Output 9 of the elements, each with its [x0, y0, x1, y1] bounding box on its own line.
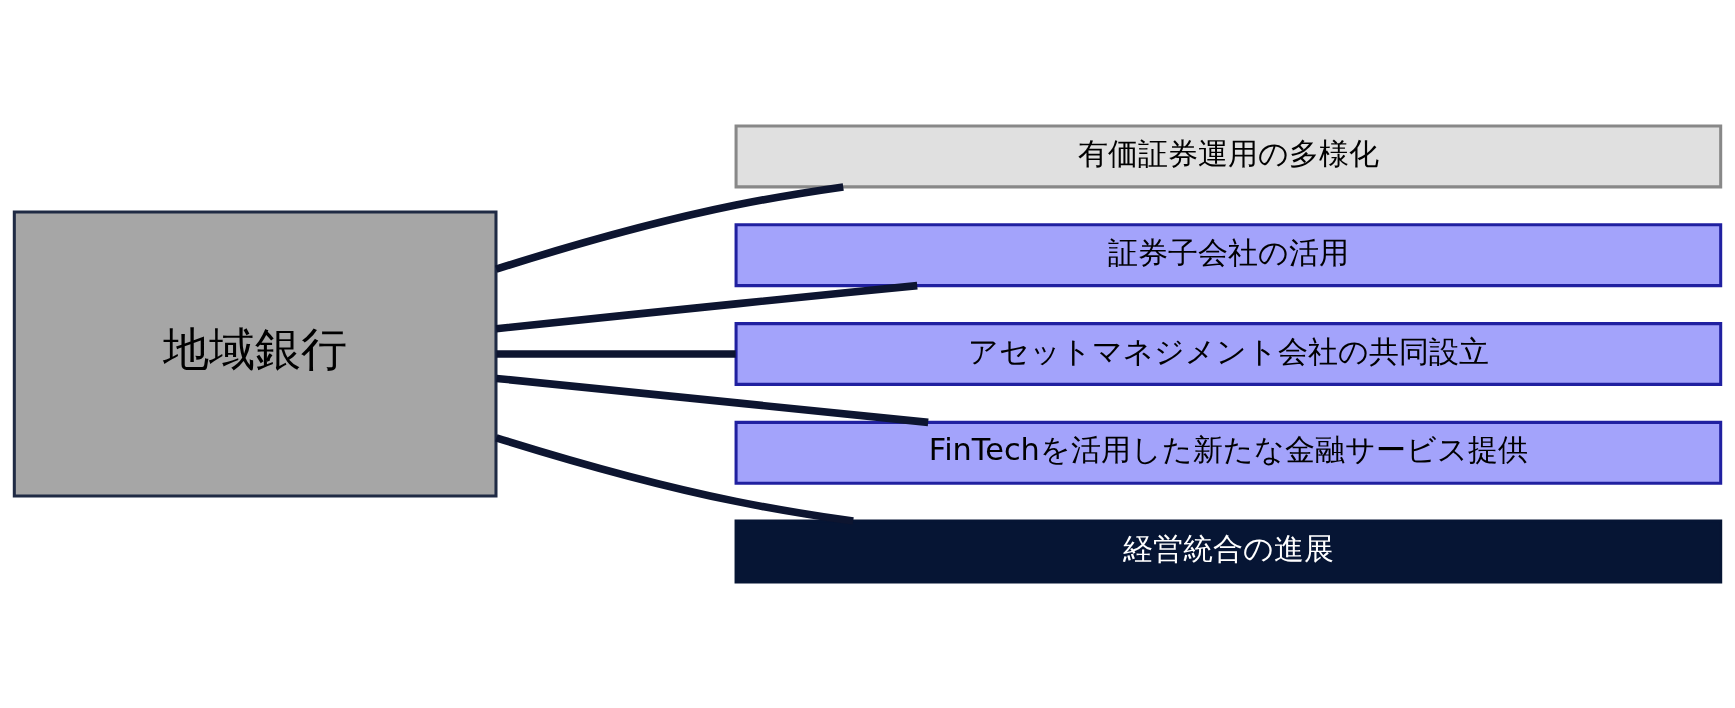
node-box: アセットマネジメント会社の共同設立	[734, 322, 1723, 386]
node-box: FinTechを活用した新たな金融サービス提供	[734, 420, 1723, 485]
connector	[495, 434, 854, 525]
node-box: 有価証券運用の多様化	[734, 124, 1723, 189]
connector	[495, 281, 918, 333]
connector	[496, 350, 736, 358]
node-box: 地域銀行	[12, 210, 498, 498]
node-box: 経営統合の進展	[734, 519, 1723, 584]
node-box: 証券子会社の活用	[734, 223, 1723, 288]
